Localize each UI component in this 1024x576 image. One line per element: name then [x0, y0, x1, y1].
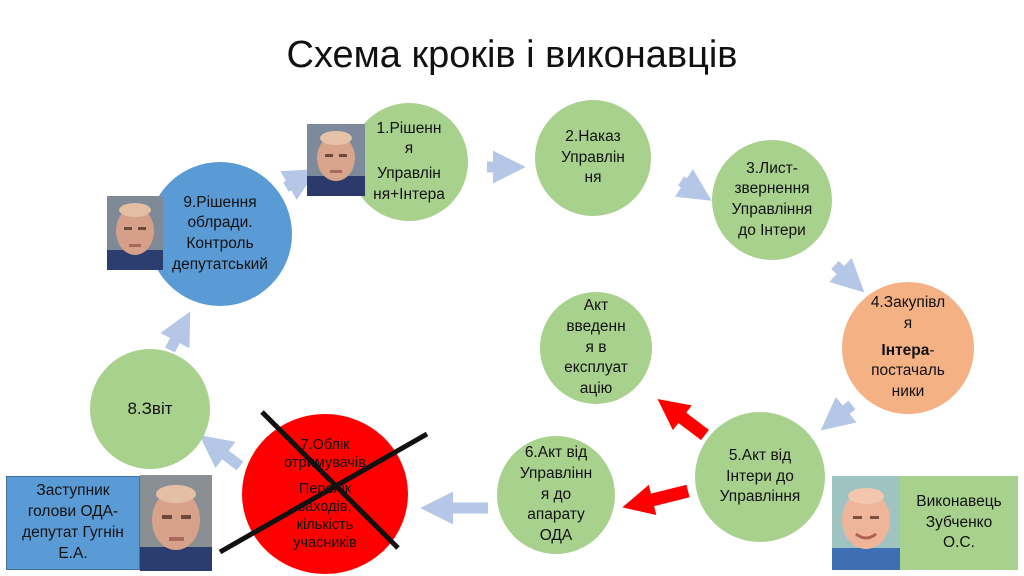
step-2-node: 2.Наказ Управлін ня: [535, 100, 651, 216]
step-6-line-1: 6.Акт від: [524, 444, 588, 462]
step-8-node: 8.Звіт: [90, 349, 210, 469]
executor-photo: [832, 476, 900, 570]
step-1-line-2: я: [404, 140, 414, 158]
step-6-node: 6.Акт від Управлінн я до апарату ОДА: [497, 436, 615, 554]
step-5-line-2: Інтери до: [726, 467, 794, 485]
step-6-line-5: ОДА: [539, 526, 573, 544]
step-2-line-2: Управлін: [561, 148, 625, 166]
step-4-node: 4.Закупівл я Інтера- постачаль ники: [842, 282, 974, 414]
step-3-line-1: 3.Лист-: [746, 159, 798, 177]
step-2-line-3: ня: [584, 169, 602, 187]
deputy-label-box: Заступник голови ОДА- депутат Гугнін Е.А…: [6, 476, 140, 570]
step-1-line-1: 1.Рішенн: [376, 119, 442, 137]
step-1-line-3: Управлін: [377, 165, 441, 182]
executor-label-line-1: Виконавець: [916, 492, 1002, 510]
step-4-line-1: 4.Закупівл: [870, 294, 946, 312]
step-7-line-3: Перелік: [298, 480, 352, 497]
step-9-line-1: 9.Рішення: [183, 193, 257, 211]
step-1-node: 1.Рішенн я Управлін ня+Інтера: [350, 103, 468, 221]
arrow-8-to-9: [160, 311, 191, 353]
step-4-line-2: я: [903, 315, 913, 333]
arrow-9-to-1: [280, 169, 318, 200]
arrow-5-to-act: [657, 399, 709, 441]
step-6-line-4: апарату: [527, 506, 585, 524]
deputy-label-line-3: депутат Гугнін: [22, 524, 124, 541]
step-5-node: 5.Акт від Інтери до Управління: [695, 412, 825, 542]
act-line-5: ацію: [579, 379, 613, 397]
step-9-node: 9.Рішення облради. Контроль депутатський: [148, 162, 292, 306]
step-5-line-3: Управління: [719, 488, 801, 506]
act-line-2: введенн: [566, 318, 626, 336]
step-1-line-4: ня+Інтера: [373, 185, 445, 203]
step-7-line-2: отримувачів: [284, 454, 366, 471]
step-6-line-2: Управлінн: [519, 465, 593, 483]
step-3-line-4: до Інтери: [738, 221, 806, 239]
step-7-line-5: кількість: [296, 517, 354, 534]
step-4-bold-word: Інтера: [881, 341, 930, 359]
step-7-line-1: 7.Облік: [300, 436, 350, 453]
executor-label-line-2: Зубченко: [925, 513, 993, 531]
step-9-line-4: депутатський: [172, 255, 268, 273]
executor-label-line-3: О.С.: [943, 534, 975, 552]
act-commissioning-node: Акт введенн я в експлуат ацію: [540, 292, 652, 404]
act-line-1: Акт: [583, 297, 609, 315]
step-3-node: 3.Лист- звернення Управління до Інтери: [712, 140, 832, 260]
step-4-line-3: Інтера-: [881, 341, 934, 362]
step-9-line-2: облради.: [187, 214, 253, 232]
arrow-5-to-6: [622, 484, 690, 515]
act-line-4: експлуат: [564, 359, 628, 377]
executor-label-box: Виконавець Зубченко О.С.: [900, 476, 1018, 570]
arrow-2-to-3: [674, 168, 712, 201]
deputy-photo-bottom: [140, 475, 212, 571]
step-4-line-5: ники: [891, 382, 925, 400]
step-6-line-3: я до: [540, 485, 572, 503]
step-4-line-4: постачаль: [871, 362, 945, 380]
step-8-line-1: 8.Звіт: [127, 398, 173, 418]
deputy-label-line-4: Е.А.: [58, 544, 88, 562]
step-3-line-2: звернення: [734, 180, 810, 198]
page-title: Схема кроків і виконавців: [286, 34, 738, 76]
step-7-line-4: заходів,: [298, 499, 352, 515]
deputy-label-line-2: голови ОДА-: [27, 503, 119, 521]
step-3-line-3: Управління: [731, 201, 813, 218]
deputy-photo-top: [307, 124, 365, 196]
step-7-node: 7.Облік отримувачів Перелік заходів, кіл…: [242, 414, 408, 574]
step-5-line-1: 5.Акт від: [728, 447, 792, 465]
step-7-line-6: учасників: [293, 535, 357, 552]
step-2-line-1: 2.Наказ: [565, 128, 621, 146]
step-4-dash: -: [929, 341, 935, 359]
arrow-4-to-5: [820, 396, 857, 431]
deputy-photo-left: [107, 196, 163, 270]
act-line-3: я в: [585, 338, 607, 356]
arrow-3-to-4: [829, 257, 865, 293]
deputy-label-line-1: Заступник: [36, 482, 110, 500]
arrow-7-to-8: [199, 435, 244, 471]
step-9-line-3: Контроль: [186, 235, 254, 252]
